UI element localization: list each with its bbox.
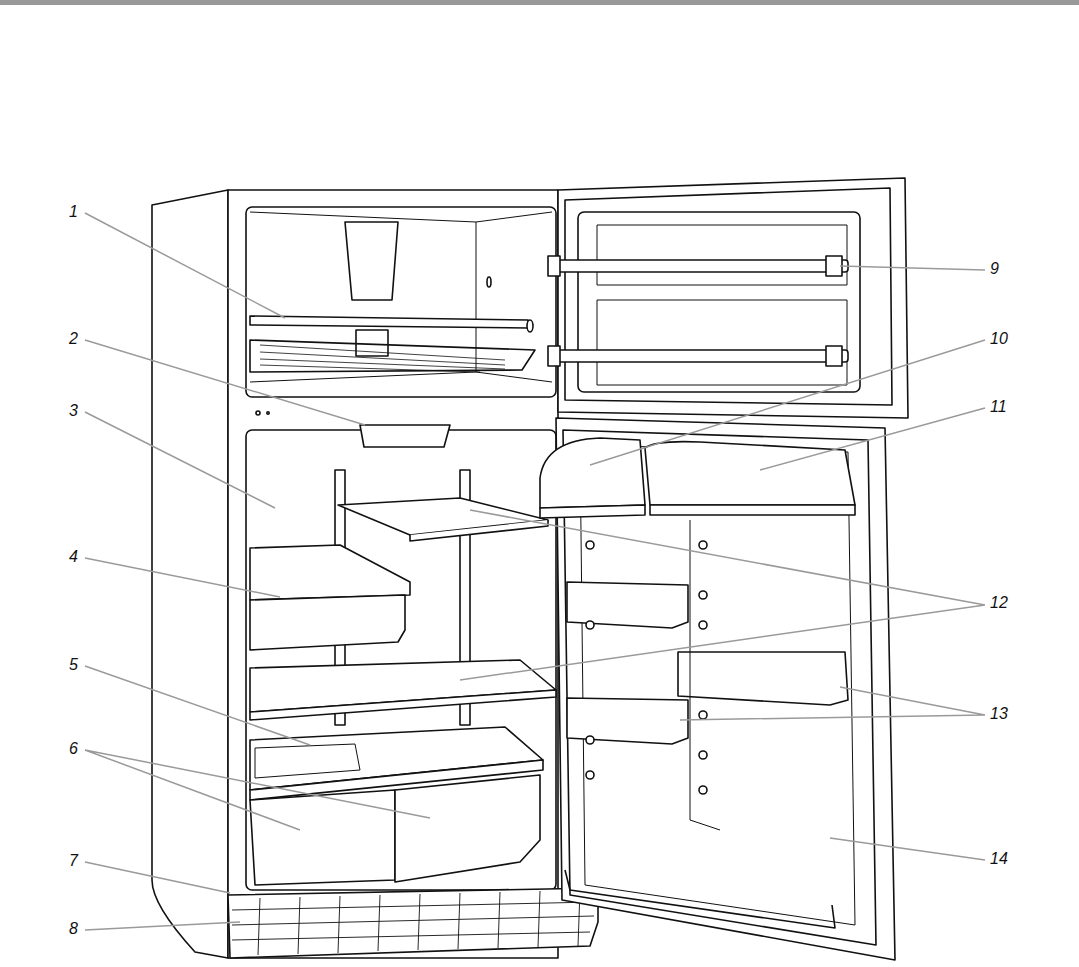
callout-number: 5 — [69, 657, 78, 673]
callout-number: 4 — [69, 549, 78, 565]
callout-number: 7 — [69, 853, 78, 869]
callout-number: 8 — [69, 921, 78, 937]
callout-number: 3 — [69, 403, 78, 419]
callout-number: 11 — [990, 399, 1007, 415]
callout-number: 1 — [69, 204, 78, 220]
callout-number: 2 — [69, 331, 78, 347]
leader-lines — [85, 213, 985, 930]
callout-number: 14 — [990, 851, 1008, 867]
callout-number: 6 — [69, 741, 78, 757]
callout-number: 12 — [990, 595, 1008, 611]
callout-number: 13 — [990, 706, 1008, 722]
callout-number: 10 — [990, 331, 1008, 347]
callout-number: 9 — [990, 261, 999, 277]
